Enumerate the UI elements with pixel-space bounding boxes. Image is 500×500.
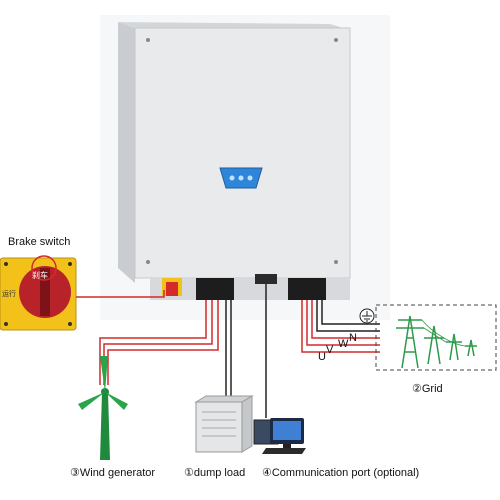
input-connector (196, 278, 234, 300)
grid-connector (288, 278, 326, 300)
grid-label: ②Grid (412, 383, 443, 395)
ground-icon (359, 308, 375, 324)
phase-u-label: U (318, 351, 326, 363)
brake-wire (76, 290, 165, 298)
brake-switch-label: Brake switch (8, 236, 71, 248)
screw (334, 260, 338, 264)
phase-n-label: N (349, 332, 357, 344)
switch-highlight-circle (31, 255, 57, 281)
brake-switch-box (0, 255, 77, 331)
dump-load-label: ①dump load (184, 467, 246, 479)
screw (68, 322, 72, 326)
screw (4, 322, 8, 326)
grid-wires (301, 300, 380, 353)
wind-turbine-icon (78, 356, 128, 460)
grid-boundary (375, 304, 497, 371)
screw (68, 262, 72, 266)
screw (146, 260, 150, 264)
power-lines (421, 319, 466, 347)
screw (334, 38, 338, 42)
dump-load-wires (225, 300, 232, 400)
inverter-front-panel (134, 27, 351, 279)
inverter-cabinet (118, 22, 351, 300)
computer-icon (253, 418, 306, 454)
communication-port-icon (255, 274, 277, 284)
power-tower-icon (396, 315, 477, 369)
inverter-left-side (118, 22, 135, 283)
phase-w-label: W (338, 338, 349, 350)
communication-port-label: ④Communication port (optional) (262, 467, 420, 479)
screw (4, 262, 8, 266)
brake-connector-icon (166, 282, 178, 296)
switch-handle (40, 268, 50, 316)
switch-side-text: 运行 (2, 289, 16, 298)
indicator-light (229, 175, 235, 181)
phase-v-label: V (326, 344, 334, 356)
dump-load-icon (194, 395, 254, 453)
screw (146, 38, 150, 42)
indicator-light (238, 175, 244, 181)
wind-generator-label: ③Wind generator (70, 467, 156, 479)
indicator-light (247, 175, 253, 181)
switch-top-text: 刹车 (32, 270, 48, 280)
